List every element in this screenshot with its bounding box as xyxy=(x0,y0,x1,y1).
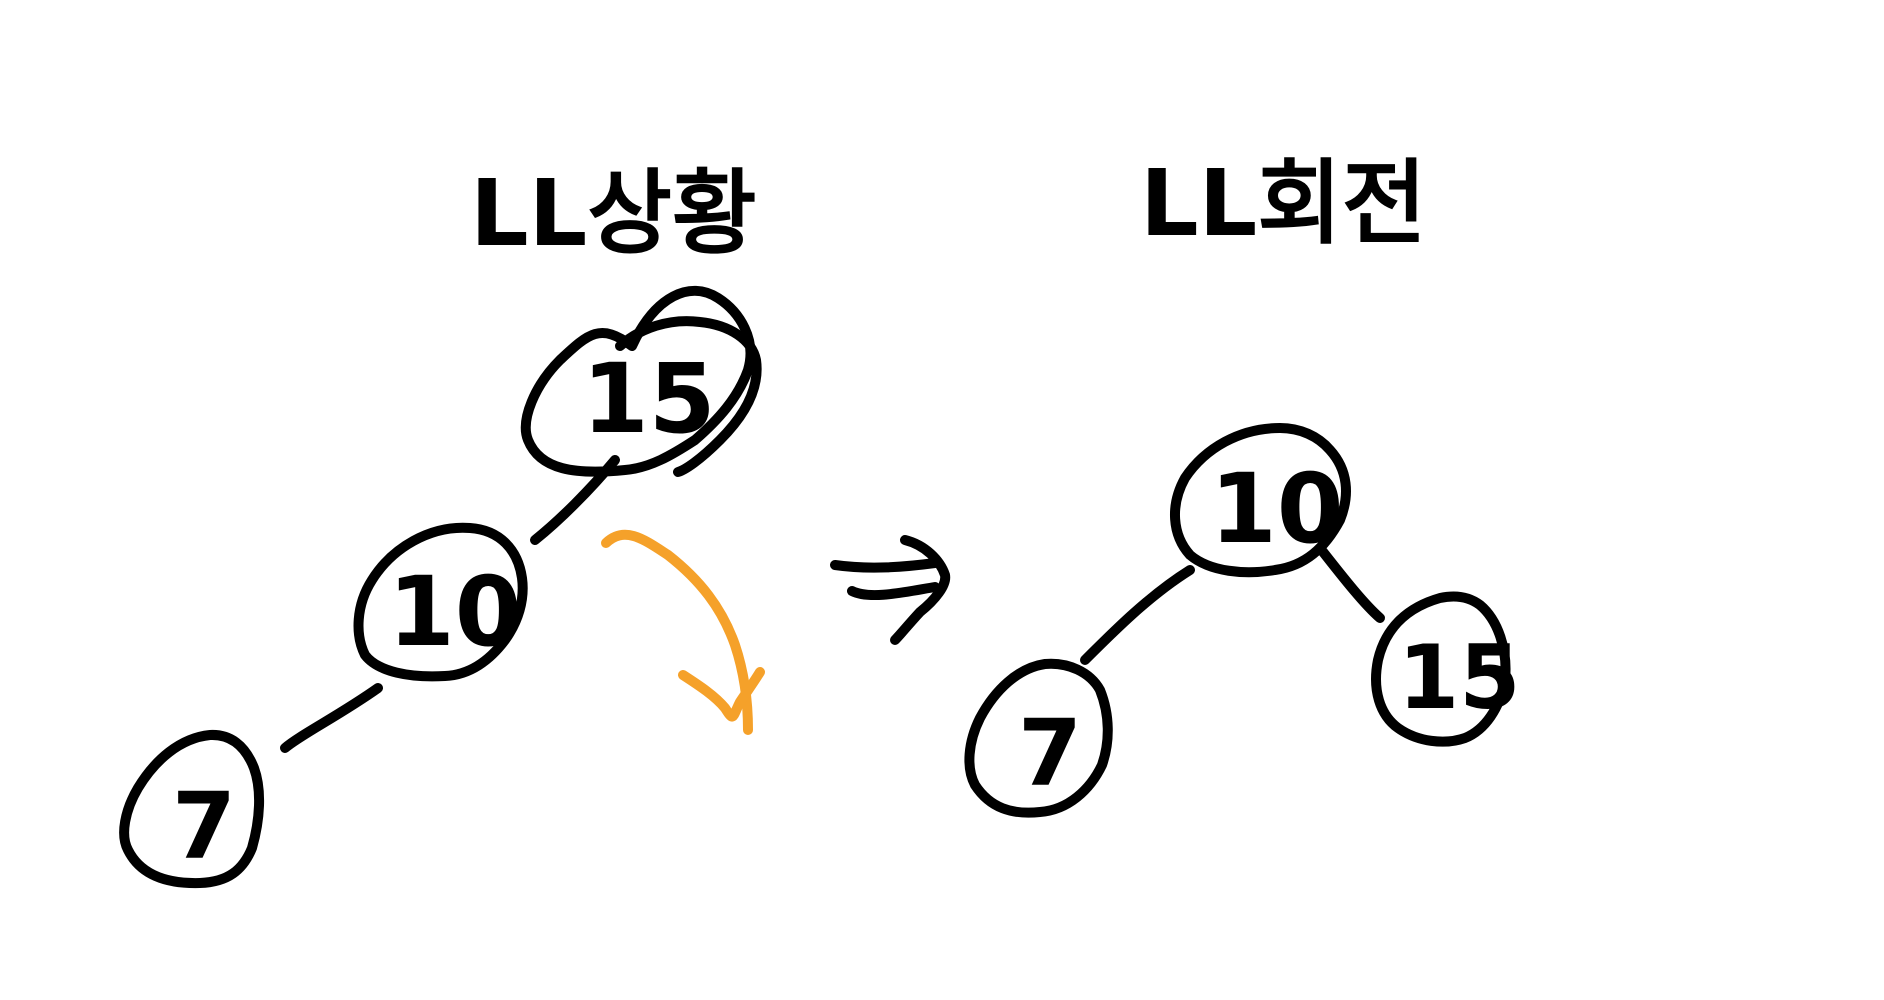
left-node-10: 10 xyxy=(353,522,528,682)
right-node-15-label: 15 xyxy=(1398,626,1520,729)
left-node-7-label: 7 xyxy=(172,773,236,880)
right-node-7-label: 7 xyxy=(1018,700,1082,807)
right-node-7: 7 xyxy=(964,658,1113,818)
left-node-10-label: 10 xyxy=(388,556,522,668)
left-node-15: 15 xyxy=(520,285,762,477)
title-right: LL회전 xyxy=(1140,150,1427,257)
right-node-15: 15 xyxy=(1371,591,1520,747)
left-edge-15-10 xyxy=(530,455,620,545)
curved-arrow-icon xyxy=(601,529,765,735)
right-edge-10-7 xyxy=(1080,565,1195,665)
left-node-15-label: 15 xyxy=(582,343,716,455)
left-edge-10-7 xyxy=(280,683,383,753)
right-arrow-icon xyxy=(830,535,951,645)
left-node-7: 7 xyxy=(119,729,265,889)
title-left: LL상황 xyxy=(470,160,757,267)
right-edge-10-15 xyxy=(1315,543,1385,623)
